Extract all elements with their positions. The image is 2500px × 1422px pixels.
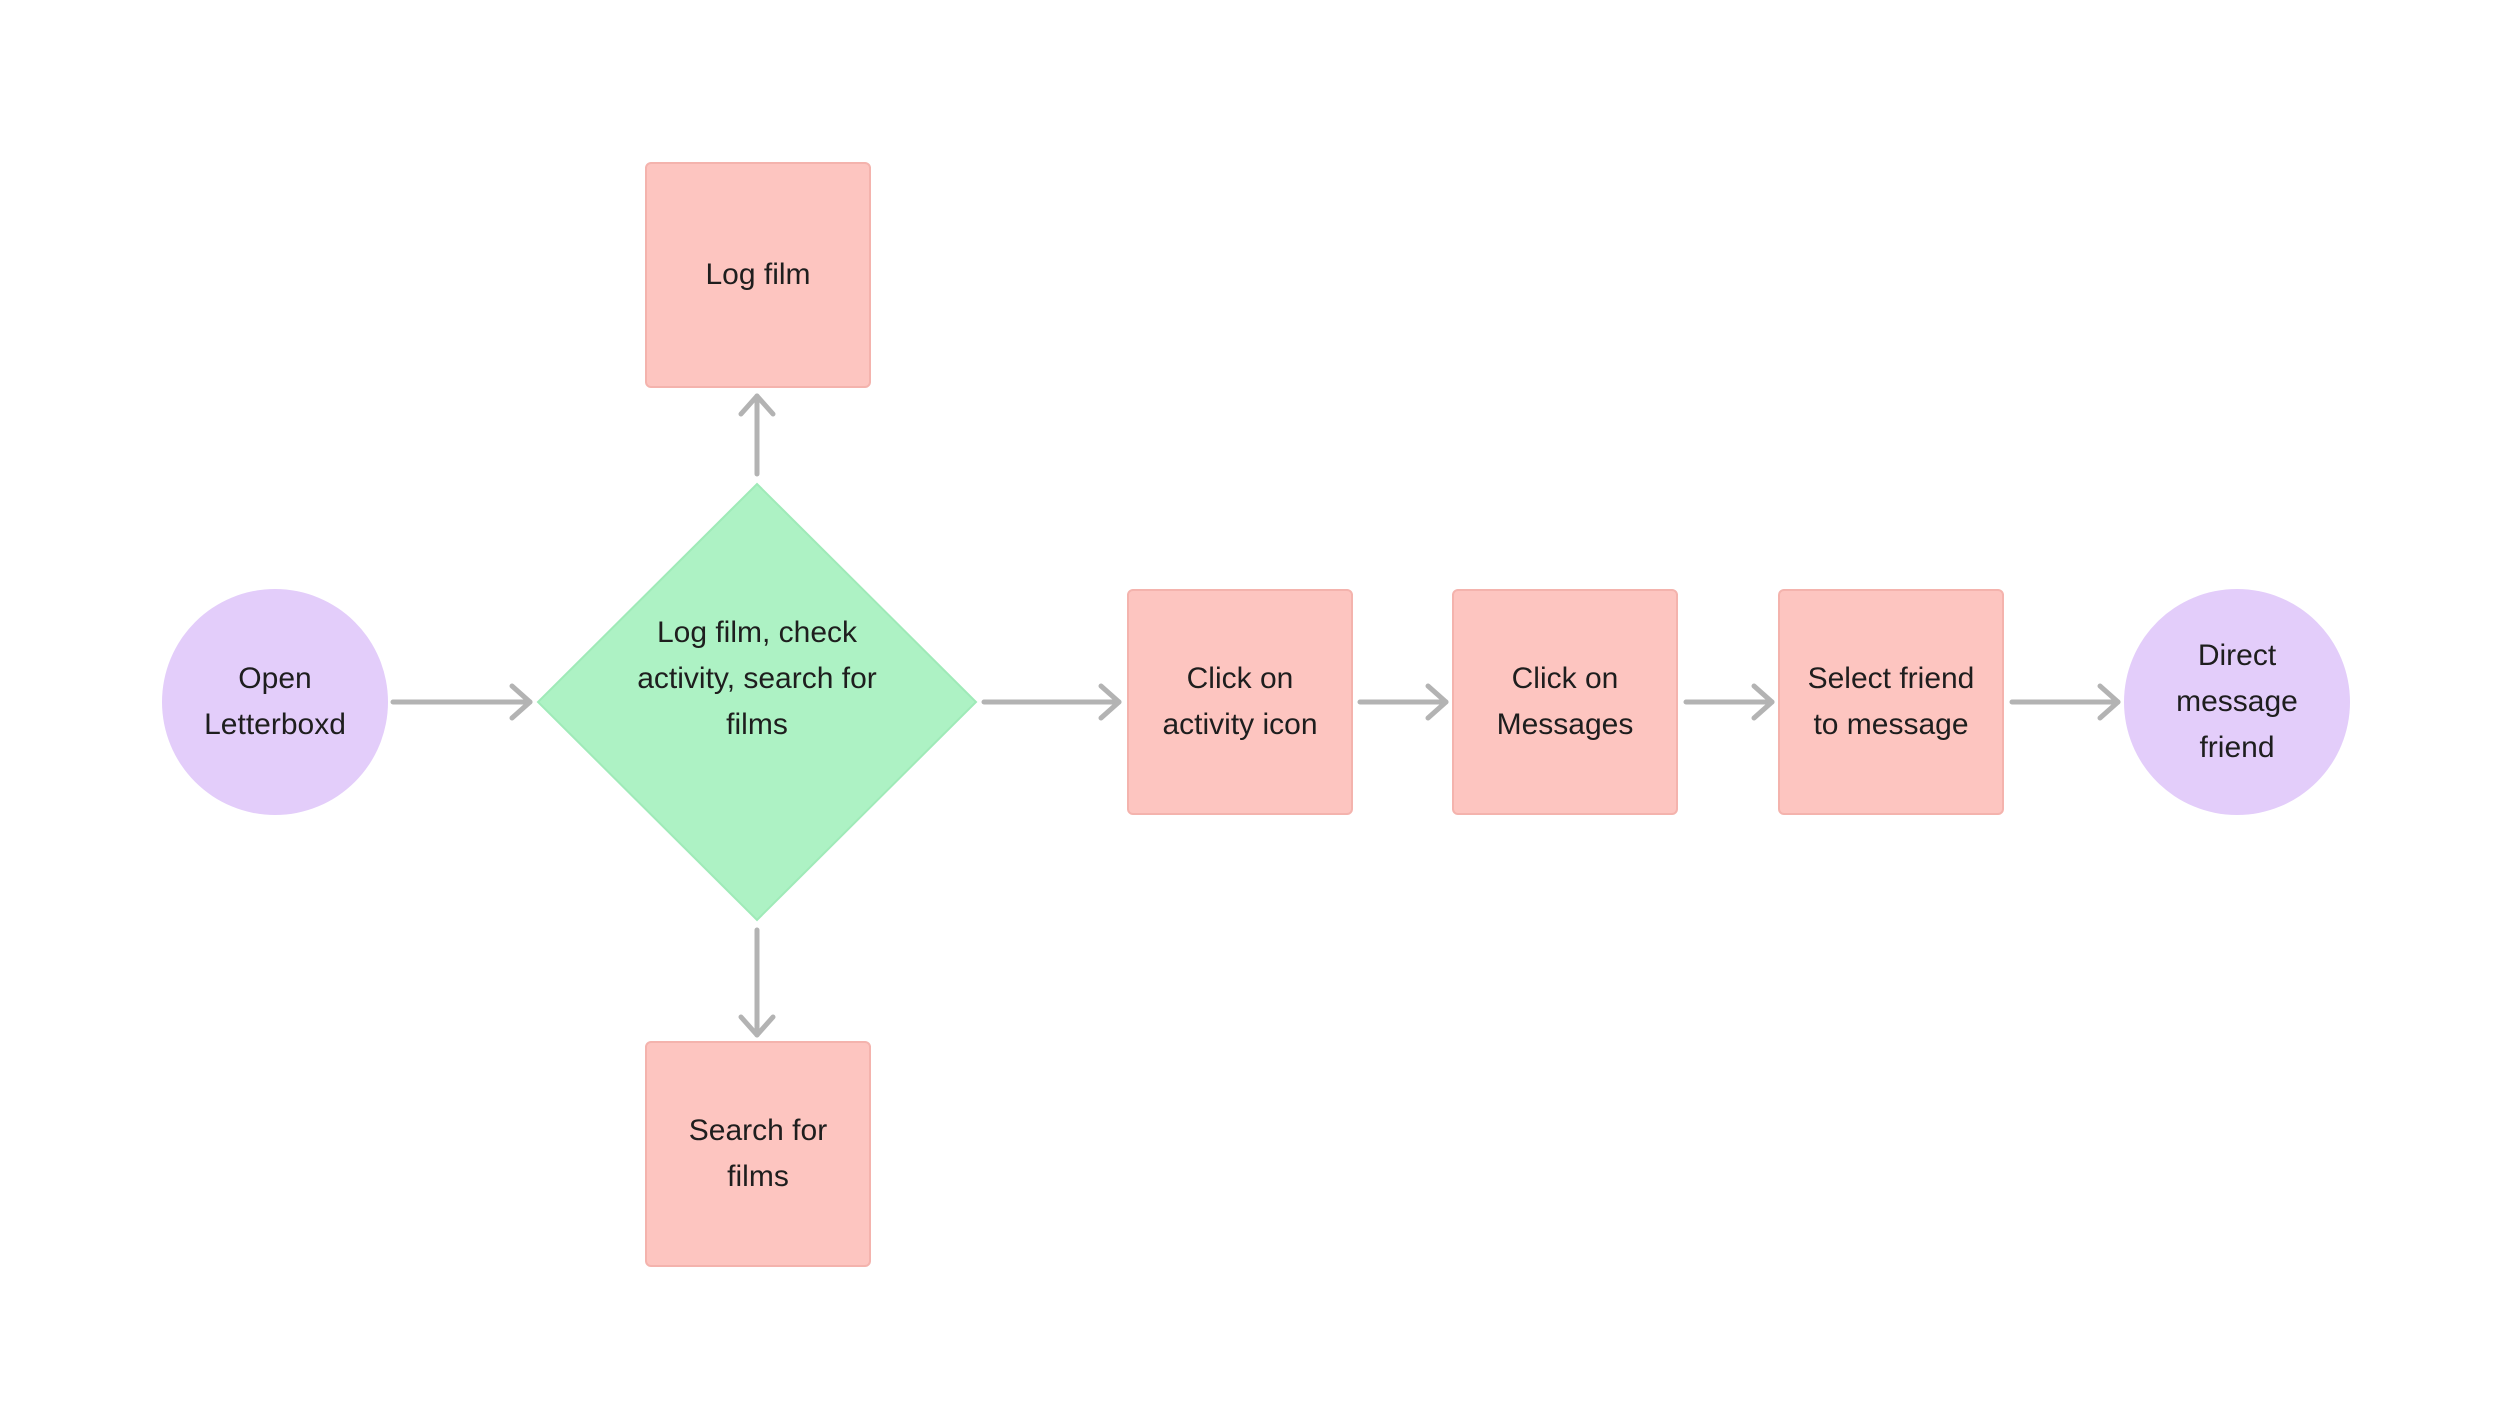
select-friend-label: Select friend to message [1807, 662, 1975, 741]
decision-diamond[interactable] [536, 482, 978, 922]
arrow-open-to-decision [390, 683, 533, 721]
arrow-decision-to-activity-icon [981, 683, 1122, 721]
process-node-activity-icon[interactable]: Click on activity icon [1127, 589, 1353, 815]
search-films-label: Search for films [688, 1114, 828, 1193]
arrow-select-friend-to-direct-message [2009, 683, 2121, 721]
process-node-log-film[interactable]: Log film [645, 162, 871, 388]
activity-icon-label: Click on activity icon [1162, 662, 1318, 741]
end-node-direct-message[interactable]: Direct message friend [2124, 589, 2350, 815]
process-node-search-films[interactable]: Search for films [645, 1041, 871, 1267]
messages-label: Click on Messages [1496, 662, 1634, 741]
process-node-select-friend[interactable]: Select friend to message [1778, 589, 2004, 815]
start-node-open-letterboxd[interactable]: Open Letterboxd [162, 589, 388, 815]
arrow-decision-to-search-films [738, 927, 776, 1038]
process-node-messages[interactable]: Click on Messages [1452, 589, 1678, 815]
arrow-activity-to-messages [1357, 683, 1449, 721]
log-film-label: Log film [705, 258, 811, 291]
arrow-messages-to-select-friend [1683, 683, 1775, 721]
decision-label: Log film, check activity, search for fil… [637, 616, 877, 741]
end-node-label: Direct message friend [2176, 639, 2298, 764]
arrow-decision-to-log-film [738, 393, 776, 477]
start-node-label: Open Letterboxd [204, 662, 346, 741]
